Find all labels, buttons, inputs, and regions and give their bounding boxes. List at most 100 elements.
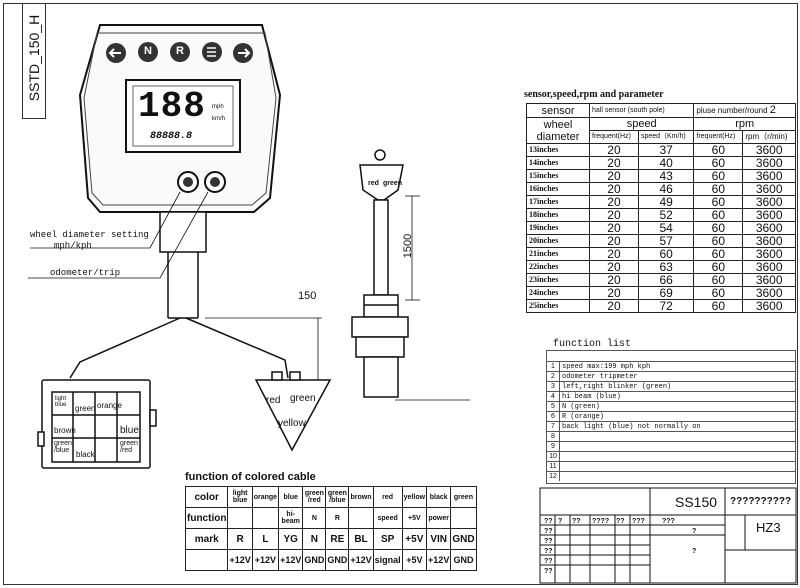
wheel-size-cell: 16inches xyxy=(526,182,590,196)
sensor-label: sensor xyxy=(526,103,590,118)
wire-yellow: yellow xyxy=(278,418,306,429)
cable-cell: +5V xyxy=(401,507,428,529)
meter-body xyxy=(78,24,282,213)
sheet-code-box: SSTD_150_H xyxy=(22,3,46,119)
cable-row-label xyxy=(184,549,229,571)
spec-table: sensor hall sensor (south pole) pluse nu… xyxy=(526,103,796,313)
spec-value-cell: 3600 xyxy=(742,143,796,157)
cable-cell xyxy=(348,507,374,529)
cable-cell: BL xyxy=(348,528,374,550)
cable-cell: green /blue xyxy=(325,486,350,508)
function-number: 10 xyxy=(547,451,560,462)
speed-sensor xyxy=(351,149,409,398)
function-number: 2 xyxy=(547,371,560,382)
cable-cell: brown xyxy=(348,486,374,508)
sensor-green-label: green xyxy=(383,180,403,187)
spec-value-cell: 20 xyxy=(589,234,639,248)
function-number: 3 xyxy=(547,381,560,392)
sensor-type: hall sensor (south pole) xyxy=(588,103,695,118)
wire-light-blue: light blue xyxy=(55,396,67,408)
odometer-readout: 88888.8 xyxy=(150,131,193,142)
function-number: 9 xyxy=(547,441,560,452)
function-number: 11 xyxy=(547,461,560,472)
spec-value-cell: 60 xyxy=(693,195,744,209)
cable-cell: GND xyxy=(450,549,477,571)
cable-cell: speed xyxy=(372,507,403,529)
wheel-setting-unit: mph/kph xyxy=(54,241,92,251)
function-text xyxy=(559,471,795,481)
function-list-item: 9 xyxy=(547,441,795,452)
wire-green-r: green xyxy=(290,393,316,404)
spec-value-cell: 20 xyxy=(589,273,639,287)
wire-brown: brown xyxy=(54,426,76,435)
function-number: 1 xyxy=(547,361,560,372)
cable-cell: hi-beam xyxy=(278,507,304,529)
meter-cable xyxy=(69,211,289,379)
wheel-size-cell: 23inches xyxy=(526,273,590,287)
cable-cell: L xyxy=(251,528,280,550)
spec-value-cell: 20 xyxy=(589,286,639,300)
wheel-size-cell: 13inches xyxy=(526,143,590,157)
function-list-title: function list xyxy=(551,339,634,350)
spec-value-cell: 60 xyxy=(693,247,744,261)
odometer-trip-label: odometer/trip xyxy=(50,268,121,278)
pulse-label: pluse number/round xyxy=(696,106,768,115)
spec-value-cell: 60 xyxy=(693,221,744,235)
spec-value-cell: 72 xyxy=(637,299,695,313)
function-number: 8 xyxy=(547,431,560,442)
wire-orange: orange xyxy=(97,401,122,410)
wire-red: red xyxy=(266,395,281,406)
spec-value-cell: 20 xyxy=(589,247,639,261)
speed-readout: 188 xyxy=(138,86,206,127)
reverse-button[interactable] xyxy=(170,42,190,62)
function-number: 6 xyxy=(547,411,560,422)
spec-value-cell: 60 xyxy=(693,208,744,222)
title-block-mark: ?? xyxy=(544,558,553,565)
cable-cell: +12V xyxy=(426,549,452,571)
spec-value-cell: 66 xyxy=(637,273,695,287)
col-freq2: frequent(Hz) xyxy=(693,130,744,144)
wheel-size-cell: 14inches xyxy=(526,156,590,170)
cable-cell: orange xyxy=(251,486,280,508)
cable-cell: N xyxy=(302,528,327,550)
spec-value-cell: 60 xyxy=(693,234,744,248)
spec-value-cell: 60 xyxy=(693,143,744,157)
cable-cell: GND xyxy=(302,549,327,571)
unit-kmh: km/h xyxy=(212,116,226,122)
wire-green-blue: green /blue xyxy=(54,440,72,454)
spec-value-cell: 20 xyxy=(589,143,639,157)
spec-value-cell: 40 xyxy=(637,156,695,170)
spec-value-cell: 3600 xyxy=(742,260,796,274)
neutral-button-label: N xyxy=(144,45,152,57)
spec-value-cell: 3600 xyxy=(742,182,796,196)
spec-value-cell: 20 xyxy=(589,260,639,274)
spec-value-cell: 3600 xyxy=(742,247,796,261)
spec-value-cell: 60 xyxy=(693,260,744,274)
spec-value-cell: 20 xyxy=(589,156,639,170)
col-rpm: rpm（r/min) xyxy=(742,130,796,144)
title-block-mark: ?? xyxy=(544,538,553,545)
cable-cell xyxy=(450,507,477,529)
wire-green-red: green /red xyxy=(120,440,138,454)
neutral-button[interactable] xyxy=(138,42,158,62)
wheel-diameter-label: wheel diameter xyxy=(526,117,590,144)
spec-value-cell: 3600 xyxy=(742,208,796,222)
title-block-mark: ? xyxy=(692,548,697,555)
wheel-size-cell: 19inches xyxy=(526,221,590,235)
spec-value-cell: 20 xyxy=(589,299,639,313)
lcd-window xyxy=(125,79,241,153)
wheel-size-cell: 18inches xyxy=(526,208,590,222)
spec-value-cell: 3600 xyxy=(742,299,796,313)
title-block-mark: ?? xyxy=(544,568,553,575)
spec-value-cell: 20 xyxy=(589,208,639,222)
